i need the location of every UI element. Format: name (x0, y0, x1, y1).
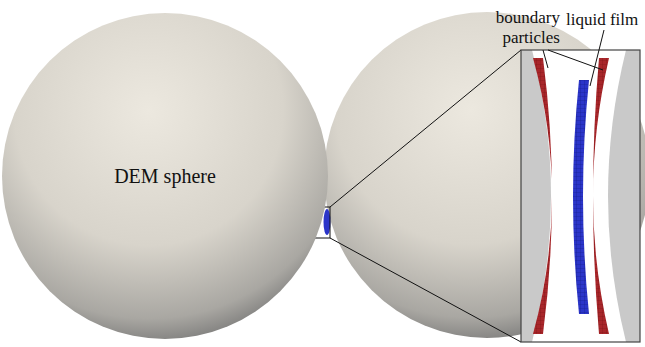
leader-line (543, 50, 548, 68)
callout-label: boundary particles (474, 8, 560, 48)
sphere-label: DEM sphere (114, 165, 216, 188)
zoom-inset (521, 50, 640, 342)
leader-line (590, 30, 604, 86)
liquid-bridge (324, 209, 331, 235)
zoom-line (330, 50, 521, 207)
callout-label: liquid film (566, 10, 642, 30)
dem-sphere: DEM sphere (2, 13, 328, 339)
zoom-line (330, 238, 521, 342)
